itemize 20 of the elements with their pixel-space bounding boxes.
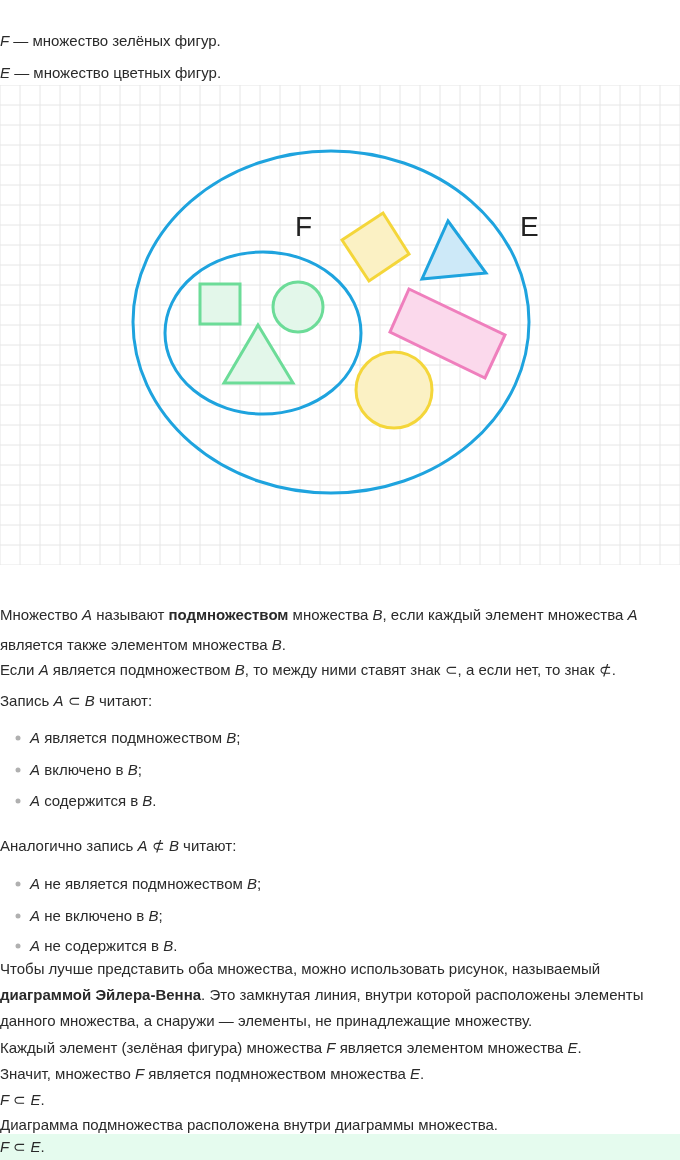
list-item: A содержится в B. (30, 791, 158, 811)
paragraph: Каждый элемент (зелёная фигура) множества F является элементом множества E. (0, 1038, 583, 1058)
list-item: A не включено в B; (30, 906, 164, 926)
paragraph: Аналогично запись A ⊄ B читают: (0, 836, 238, 856)
list-item: A не содержится в B. (30, 936, 179, 956)
paragraph: F — множество зелёных фигур. (0, 31, 222, 51)
list-item: A является подмножеством B; (30, 728, 242, 748)
paragraph: Значит, множество F является подмножеством множества E. (0, 1064, 426, 1084)
paragraph: Множество A называют подмножеством множества B, если каждый элемент множества A является также элементом множества B. (0, 605, 639, 655)
list-item: A не является подмножеством B; (30, 874, 263, 894)
formula: F ⊂ E. (0, 1134, 680, 1160)
paragraph: Запись A ⊂ B читают: (0, 691, 154, 711)
set-name: F (295, 212, 313, 242)
paragraph: Чтобы лучше представить оба множества, можно использовать рисунок, называемый диаграммой Эйлера-Венна. Это замкнутая линия, внутри которой расположены элементы данного множества, а снаружи — элементы, не принадлежащие множеству. (0, 959, 645, 1031)
paragraph: Диаграмма подмножества расположена внутри диаграммы множества. (0, 1115, 499, 1135)
paragraph: E — множество цветных фигур. (0, 63, 223, 83)
formula: F ⊂ E. (0, 1090, 46, 1110)
paragraph: Если A является подмножеством B, то между ними ставят знак ⊂, а если нет, то знак ⊄. (0, 660, 617, 680)
list-item: A включено в B; (30, 760, 143, 780)
set-name: E (520, 212, 539, 242)
